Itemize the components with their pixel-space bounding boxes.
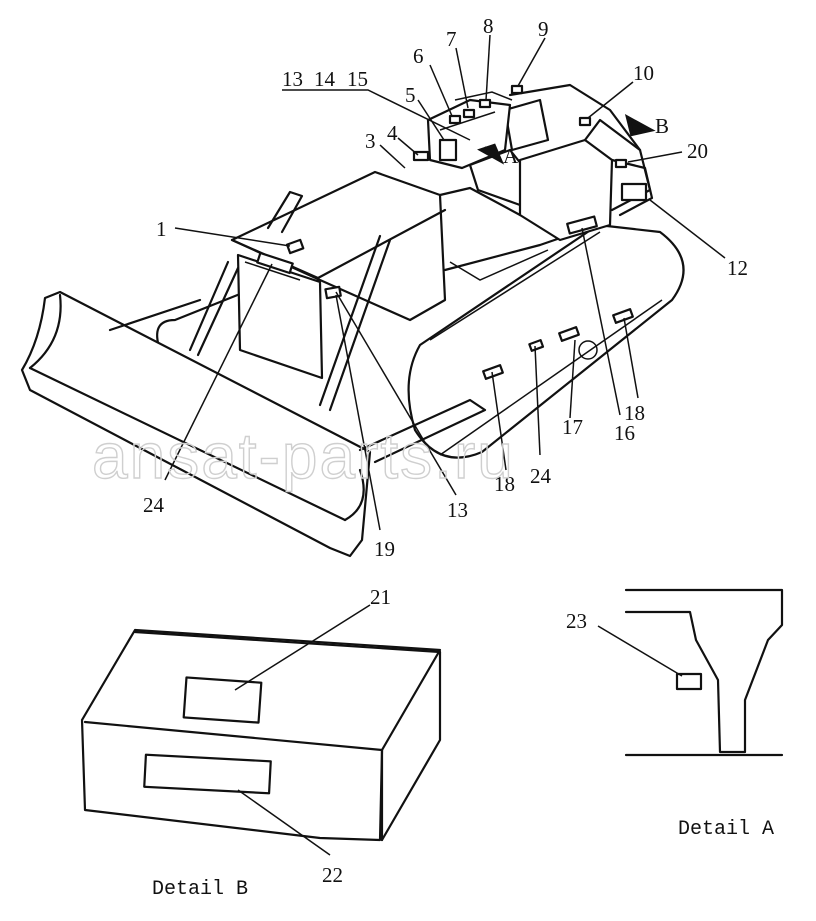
view-mark-b: B — [655, 114, 669, 138]
right-track — [407, 223, 685, 459]
engine-hood — [230, 170, 447, 322]
exhaust-pipe — [266, 190, 304, 234]
callout-20: 20 — [687, 139, 708, 163]
callout-24-front: 24 — [143, 493, 165, 517]
push-arm-left — [108, 298, 202, 332]
callout-21: 21 — [370, 585, 391, 609]
radiator-grille — [236, 253, 324, 380]
callout-18-right: 18 — [624, 401, 645, 425]
detail-b-caption: Detail B — [152, 878, 248, 901]
right-lift-cylinder — [328, 238, 392, 412]
callout-3: 3 — [365, 129, 376, 153]
callout-9: 9 — [538, 17, 549, 41]
callout-7: 7 — [446, 27, 457, 51]
callout-10: 10 — [633, 61, 654, 85]
callout-12: 12 — [727, 256, 748, 280]
detail-b-label-22 — [143, 753, 272, 795]
left-lift-cylinder — [196, 266, 240, 357]
callout-16: 16 — [614, 421, 635, 445]
callout-19: 19 — [374, 537, 395, 561]
rear-tank — [610, 158, 654, 217]
view-arrow-a: A — [477, 143, 519, 168]
leader-lines — [164, 34, 726, 531]
callout-22: 22 — [322, 863, 343, 887]
callout-14: 14 — [314, 67, 336, 91]
callout-17: 17 — [562, 415, 583, 439]
callout-1: 1 — [156, 217, 167, 241]
watermark: ansat-parts.ru — [92, 420, 515, 492]
detail-a: 23 Detail A — [566, 588, 784, 841]
callout-13-top: 13 — [282, 67, 303, 91]
detail-a-label-23 — [675, 672, 703, 691]
callout-23: 23 — [566, 609, 587, 633]
detail-b-label-21 — [182, 676, 263, 724]
callout-8: 8 — [483, 14, 494, 38]
callout-15: 15 — [347, 67, 368, 91]
detail-a-caption: Detail A — [678, 818, 774, 841]
right-fender-box — [518, 138, 614, 242]
detail-b-box — [80, 628, 442, 842]
bulldozer-illustration — [20, 83, 685, 558]
detail-b: 21 22 Detail B — [80, 585, 442, 901]
callout-6: 6 — [413, 44, 424, 68]
main-callouts: 1 3 4 5 6 7 8 9 10 20 12 13 14 15 13 16 … — [143, 14, 748, 561]
callout-13-bottom: 13 — [447, 498, 468, 522]
callout-18-left: 18 — [494, 472, 515, 496]
callout-5: 5 — [405, 83, 416, 107]
callout-4: 4 — [387, 121, 398, 145]
view-mark-a: A — [503, 144, 519, 168]
callout-24-track: 24 — [530, 464, 552, 488]
view-arrow-b: B — [624, 114, 669, 138]
